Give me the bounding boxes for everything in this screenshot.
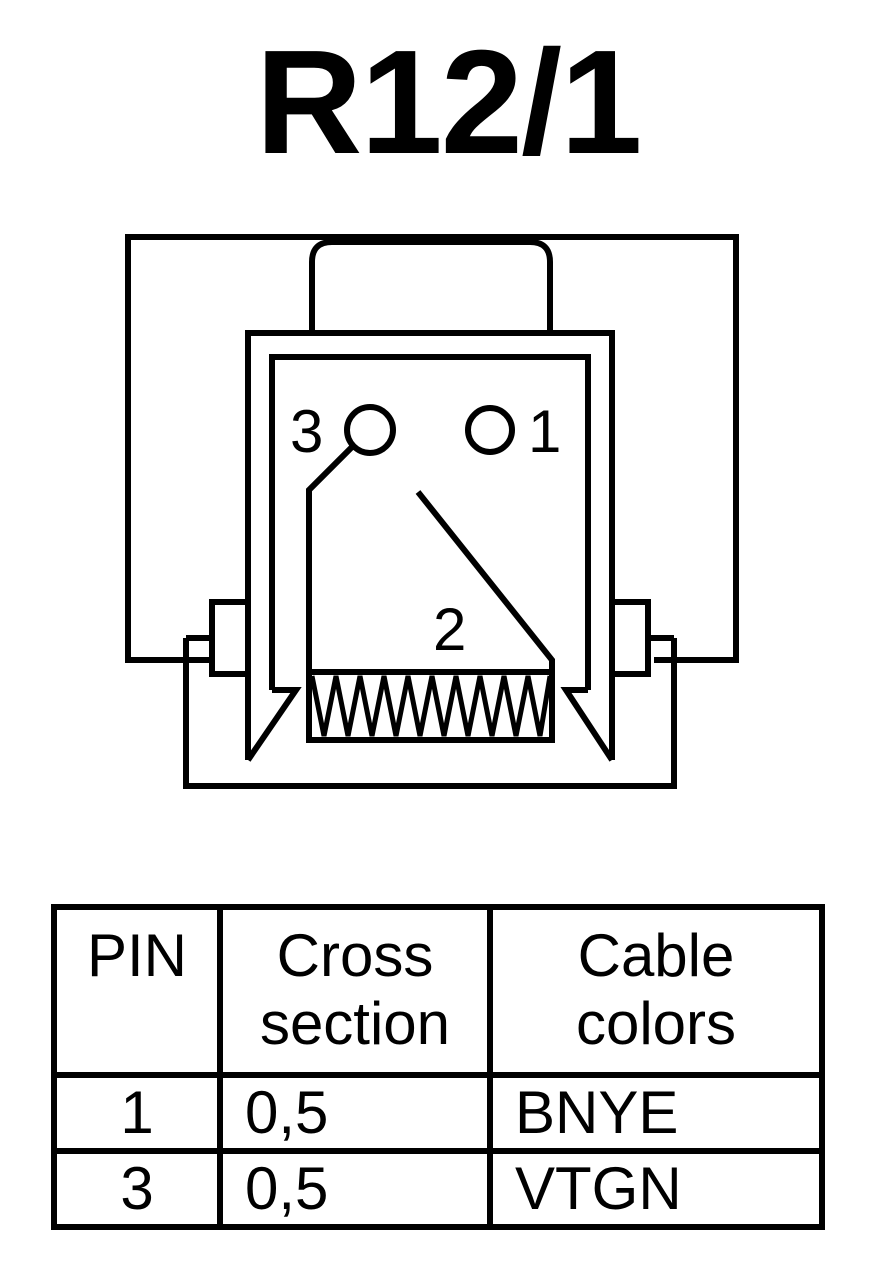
pin-label-2: 2 — [433, 596, 466, 663]
side-block-right — [609, 599, 651, 677]
inner-frame — [269, 354, 591, 690]
top-tab — [309, 239, 553, 332]
header-pin-line-1: PIN — [86, 922, 188, 989]
row-2-cable-color: VTGN — [487, 1148, 825, 1230]
crimp-box — [306, 669, 555, 743]
pin-1-hole — [465, 405, 515, 455]
crimp-zigzag — [309, 675, 553, 737]
header-cross-section-line-2: section — [259, 990, 451, 1057]
row-2-cross-section: 0,5 — [217, 1148, 493, 1230]
row-1-cross-section: 0,5 — [217, 1072, 493, 1154]
row-2-pin: 3 — [51, 1148, 223, 1230]
connector-diagram: 3 1 2 — [125, 234, 739, 789]
header-cross-section: Cross section — [217, 904, 493, 1078]
header-cable-colors: Cable colors — [487, 904, 825, 1078]
row-1-cable-color: BNYE — [487, 1072, 825, 1154]
pin-3-hole — [344, 404, 396, 456]
table-row: 3 0,5 VTGN — [51, 1148, 825, 1230]
bottom-bracket — [183, 638, 677, 789]
header-cable-colors-line-2: colors — [575, 990, 737, 1057]
pin-2-wire — [415, 490, 555, 672]
outer-housing-outline — [125, 234, 739, 663]
header-cable-colors-line-1: Cable — [577, 922, 735, 989]
pin-table: PIN Cross section Cable colors 1 0,5 BNY… — [51, 904, 825, 1230]
pin-label-3: 3 — [290, 398, 323, 465]
side-block-left — [209, 599, 251, 677]
latch-left — [245, 687, 302, 762]
row-1-pin: 1 — [51, 1072, 223, 1154]
outer-frame — [245, 330, 615, 760]
pin-3-wire — [306, 444, 355, 672]
page-title: R12/1 — [255, 20, 643, 185]
table-header-row: PIN Cross section Cable colors — [51, 904, 825, 1078]
table-row: 1 0,5 BNYE — [51, 1072, 825, 1154]
header-pin: PIN — [51, 904, 223, 1078]
pin-label-1: 1 — [528, 398, 561, 465]
latch-right — [560, 687, 615, 762]
header-cross-section-line-1: Cross — [276, 922, 434, 989]
